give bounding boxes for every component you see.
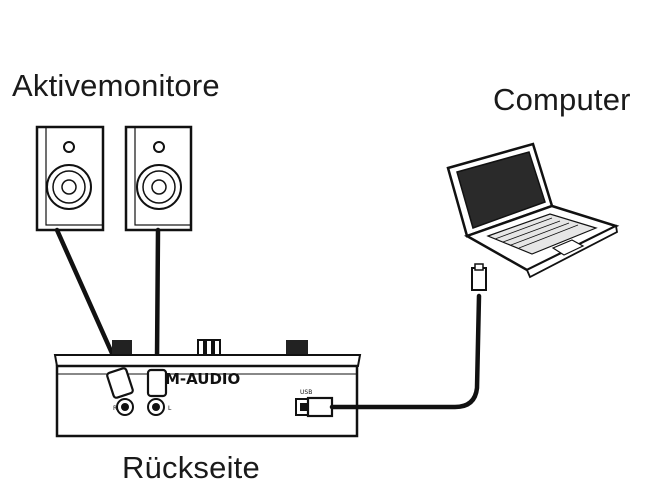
computer-label: Computer (493, 82, 631, 117)
monitors-label: Aktivemonitore (12, 68, 220, 103)
speaker-right-icon (124, 125, 193, 232)
usb-cable (329, 293, 482, 410)
laptop-icon (446, 142, 620, 279)
rear-panel-label: Rückseite (122, 450, 260, 485)
speaker-left-icon (35, 125, 105, 232)
svg-text:USB: USB (300, 389, 312, 396)
brand-label: M-AUDIO (165, 370, 240, 388)
audio-interface-icon: M-AUDIO R L USB (53, 339, 362, 438)
svg-text:R: R (113, 405, 117, 412)
svg-text:L: L (168, 405, 172, 412)
